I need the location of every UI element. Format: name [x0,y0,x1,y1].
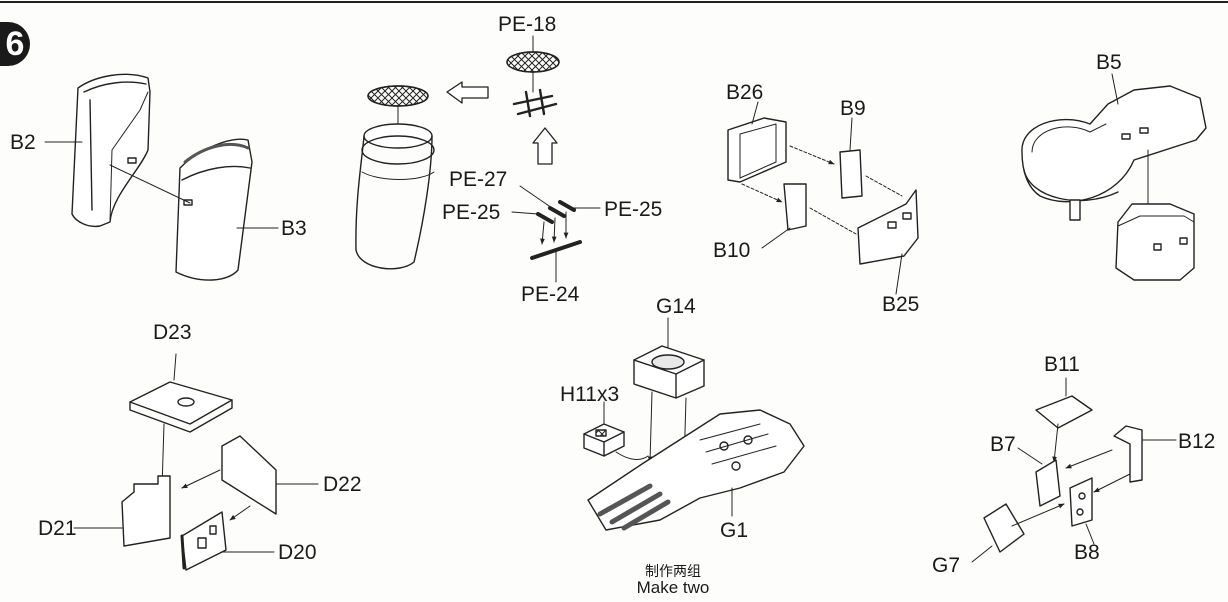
shell-b3 [175,138,253,281]
label-b5: B5 [1096,51,1122,74]
step-number-badge: 6 [0,22,30,66]
label-d20: D20 [278,541,317,564]
label-pe25-left: PE-25 [442,201,501,224]
label-pe25-right: PE-25 [604,198,663,221]
make-two-chinese: 制作两组 [645,563,701,579]
make-two-note: 制作两组 Make two [608,564,738,597]
shell-b2 [71,73,151,228]
label-b8: B8 [1074,541,1100,564]
pe18-grille [506,35,560,118]
label-d21: D21 [38,517,77,540]
parts-g1-g14-h11 [583,317,805,531]
label-b26: B26 [726,81,764,104]
label-pe24: PE-24 [521,283,580,306]
label-g7: G7 [932,554,961,577]
parts-d20-d23 [73,353,319,571]
label-d23: D23 [153,321,192,344]
label-pe18: PE-18 [498,13,557,36]
assembled-shell [355,85,435,270]
label-b9: B9 [840,97,866,120]
label-b11: B11 [1044,353,1080,376]
label-b2: B2 [10,131,36,154]
label-h11x3: H11x3 [560,383,620,406]
label-g1: G1 [720,519,749,542]
pe-bars [511,185,601,283]
b2-b3-guide [109,164,191,204]
label-pe27: PE-27 [449,168,508,191]
label-b10: B10 [713,239,751,262]
label-b3: B3 [281,217,307,240]
label-b12: B12 [1178,430,1216,453]
walls-b26-b25 [727,101,919,295]
label-b25: B25 [882,293,920,316]
parts-b7-b12 [971,377,1177,563]
make-two-english: Make two [636,577,710,597]
hollow-arrow-left [446,81,489,104]
tray-b5 [1021,73,1207,281]
label-d22: D22 [323,473,362,496]
label-g14: G14 [656,295,696,318]
hollow-arrow-up [532,127,558,165]
label-b7: B7 [990,433,1016,456]
